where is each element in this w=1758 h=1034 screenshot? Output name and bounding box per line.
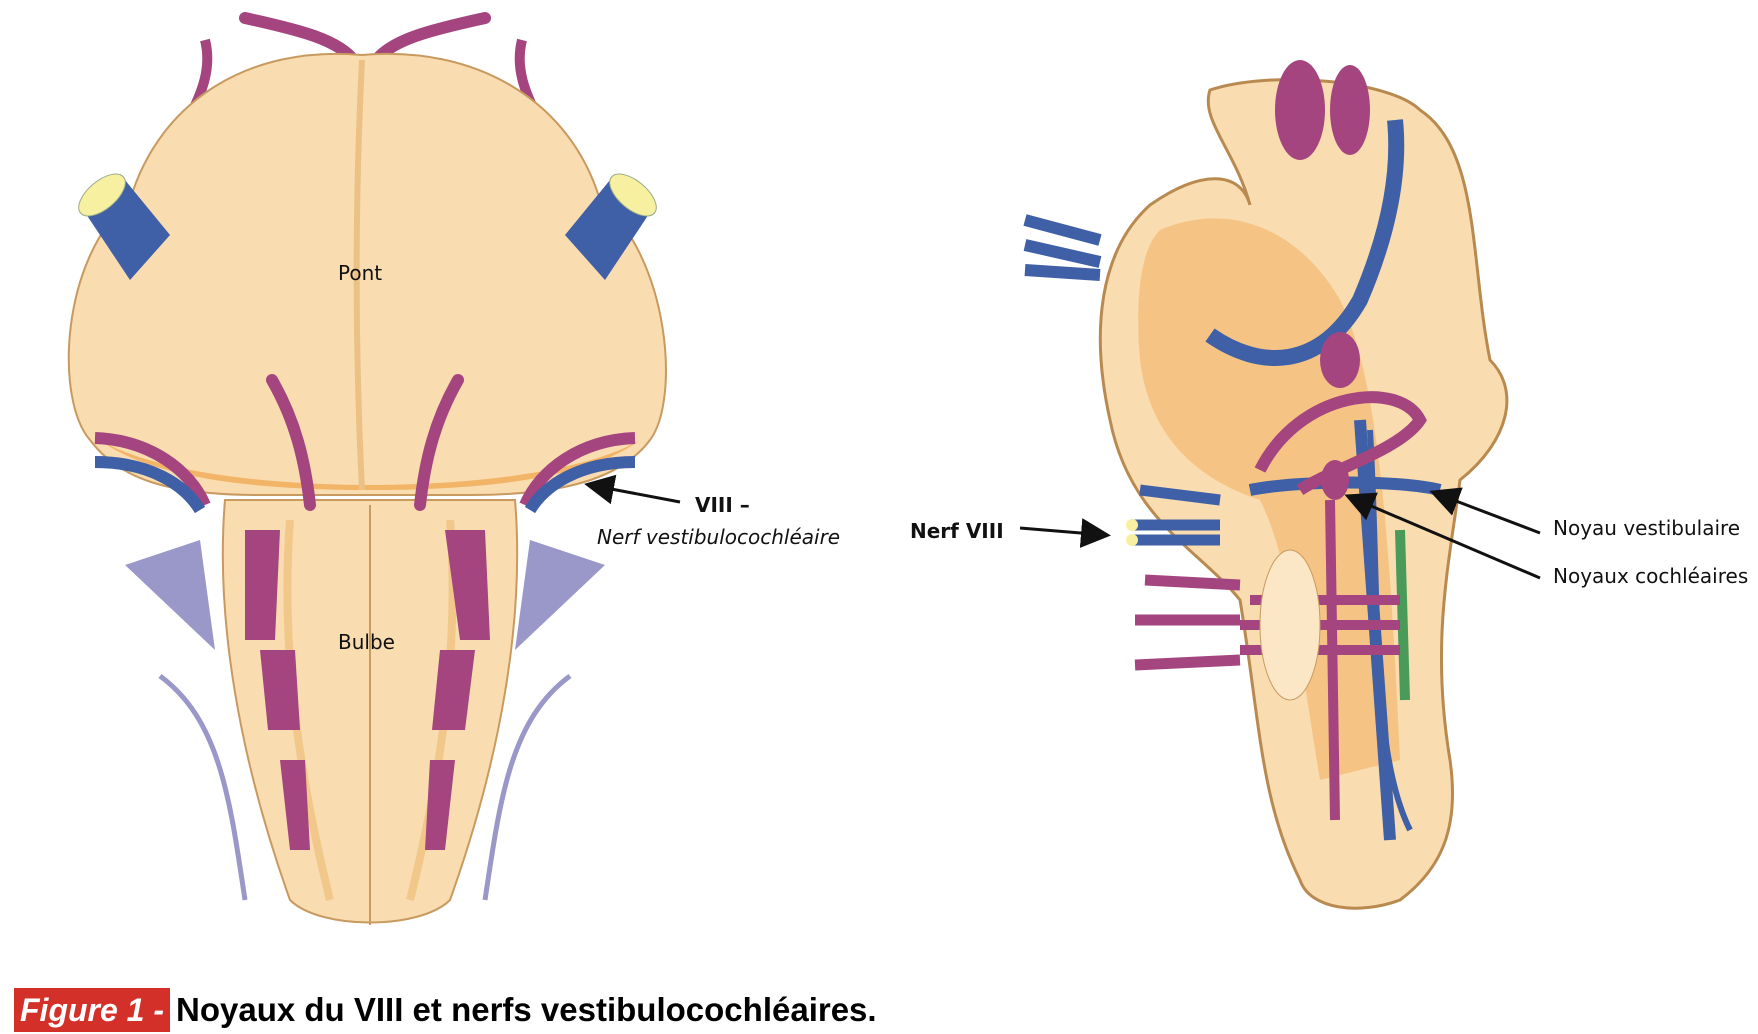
label-nerf-vestibulocochleaire: Nerf vestibulocochléaire: [597, 525, 841, 549]
label-bulbe: Bulbe: [338, 630, 395, 654]
brainstem-ventral-view: [67, 12, 681, 925]
label-noyaux-cochleaires: Noyaux cochléaires: [1553, 564, 1749, 588]
label-nerf-viii: Nerf VIII: [910, 519, 1004, 543]
caption-tag: Figure 1 -: [14, 988, 171, 1032]
brainstem-sagittal-view: [1019, 60, 1541, 910]
figure-caption: Figure 1 - Noyaux du VIII et nerfs vesti…: [14, 988, 877, 1032]
label-viii: VIII –: [695, 493, 750, 517]
label-pont: Pont: [338, 261, 383, 285]
caption-text: Noyaux du VIII et nerfs vestibulocochléa…: [176, 991, 877, 1028]
label-noyau-vestibulaire: Noyau vestibulaire: [1553, 516, 1741, 540]
